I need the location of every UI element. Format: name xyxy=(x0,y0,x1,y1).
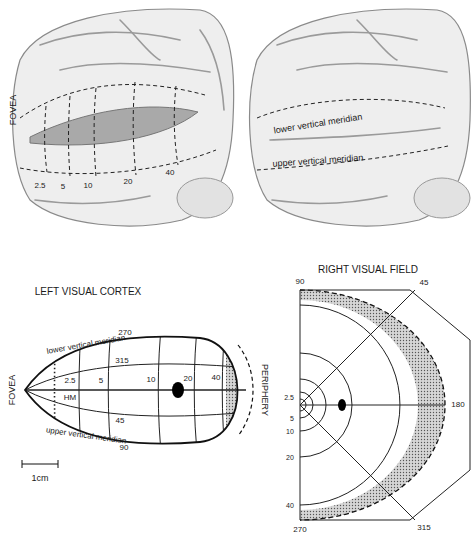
field-frame xyxy=(300,290,470,520)
cerebellum xyxy=(414,178,470,218)
eccentricity-number: 20 xyxy=(124,178,133,186)
axis-label: PERIPHERY xyxy=(260,364,269,416)
meridian-label: lower vertical meridian xyxy=(46,334,126,356)
eccentricity-number: 10 xyxy=(286,428,294,435)
cortex-map xyxy=(22,320,266,468)
iso-lines xyxy=(25,320,250,460)
brain-drawing xyxy=(250,9,471,226)
meridian-label: upper vertical meridian xyxy=(45,426,126,445)
eccentricity-number: 40 xyxy=(212,374,221,382)
calcarine-sulcus xyxy=(30,107,198,145)
polar-angle-number: 315 xyxy=(115,357,128,365)
sulcus-lines xyxy=(270,20,447,203)
scale-label: 1cm xyxy=(31,474,48,483)
panel-title: LEFT VISUAL CORTEX xyxy=(35,287,142,297)
polar-angle-number: 45 xyxy=(420,279,429,287)
brain-outline xyxy=(13,9,234,226)
monocular-crescent xyxy=(300,290,445,520)
periphery-border xyxy=(238,345,253,436)
eccentricity-number: 10 xyxy=(84,182,93,190)
cerebellum xyxy=(177,178,233,218)
polar-angle-number: 180 xyxy=(451,401,464,409)
meridian-label: upper vertical meridian xyxy=(272,153,363,168)
eccentricity-number: 5 xyxy=(99,377,103,385)
eccentricity-number: 20 xyxy=(286,454,294,461)
polar-angle-number: 270 xyxy=(118,329,131,337)
field-border xyxy=(300,290,445,520)
blind-spot xyxy=(338,399,346,411)
meridian-border xyxy=(257,99,448,170)
eccentricity-number: 2.5 xyxy=(34,182,45,190)
polar-angle-number: 90 xyxy=(296,278,305,286)
brain-outline xyxy=(250,9,471,226)
polar-angle-number: 45 xyxy=(116,417,125,425)
eccentricity-number: 10 xyxy=(147,376,156,384)
eccentricity-number: 40 xyxy=(286,502,294,509)
axis-label: FOVEA xyxy=(9,95,18,126)
eccentricity-number: 20 xyxy=(184,375,193,383)
blind-spot xyxy=(172,382,184,398)
eccentricity-number: 5 xyxy=(61,183,65,191)
horizontal-meridian xyxy=(25,389,246,391)
field-map xyxy=(300,290,470,520)
scale-bar xyxy=(22,460,58,468)
polar-angle-number: 315 xyxy=(417,524,430,532)
v1-border xyxy=(20,82,216,177)
meridian-label: lower vertical meridian xyxy=(273,113,363,136)
brain-drawing xyxy=(13,9,234,226)
axis-label: FOVEA xyxy=(8,375,17,406)
eccentricity-number: 5 xyxy=(290,415,294,422)
panel-title: RIGHT VISUAL FIELD xyxy=(318,265,418,275)
eccentricity-number: 40 xyxy=(166,169,175,177)
eccentricity-number: 2.5 xyxy=(284,394,294,401)
eccentricity-number: 2.5 xyxy=(64,377,75,385)
polar-angle-number: 270 xyxy=(293,526,306,534)
meridian-lines xyxy=(300,290,445,520)
meridian-abbreviation: HM xyxy=(64,394,76,402)
